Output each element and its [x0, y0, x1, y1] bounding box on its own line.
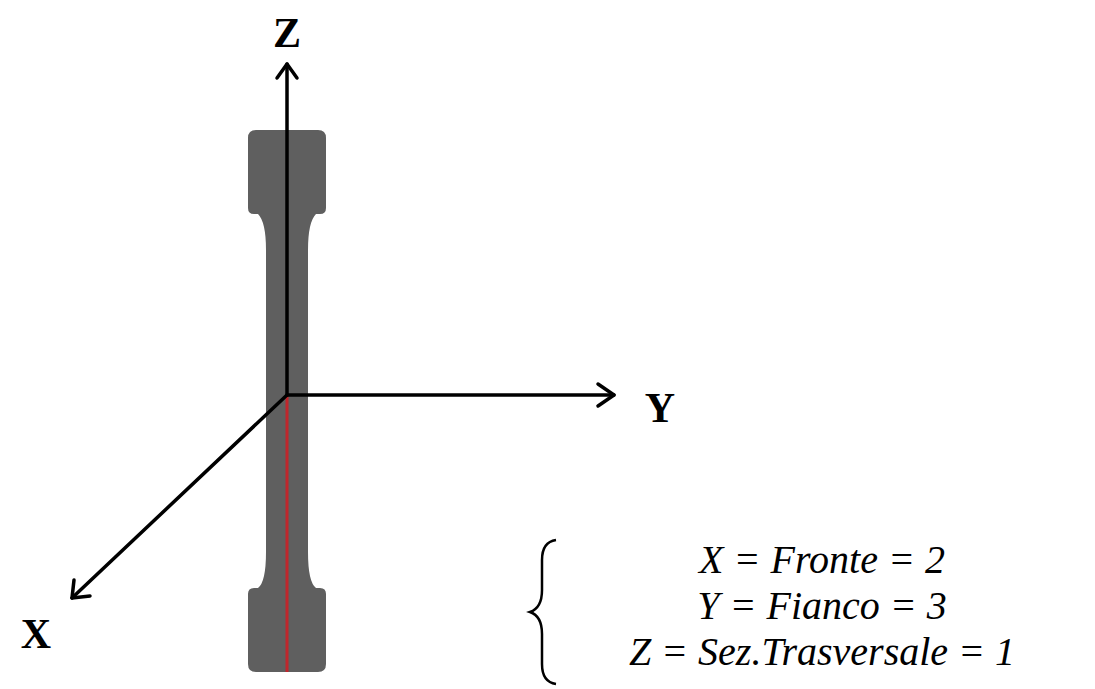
x-arrowhead: [72, 580, 90, 598]
axis-label: X: [21, 611, 51, 657]
z-arrowhead: [277, 64, 297, 78]
axis-label: Y: [645, 385, 675, 431]
y-arrowhead: [598, 384, 614, 406]
curly-bracket: [530, 540, 556, 684]
axis-legend-text: Y = Fianco = 3: [697, 584, 947, 628]
x-axis: [72, 395, 287, 598]
axis-label: Z: [273, 10, 301, 56]
axis-legend-text: Z = Sez.Trasversale = 1: [629, 630, 1015, 674]
y-axis: [287, 393, 614, 397]
red-centre-line: [286, 395, 289, 672]
z-axis: [285, 64, 289, 395]
axis-legend-text: X = Fronte = 2: [699, 538, 945, 582]
